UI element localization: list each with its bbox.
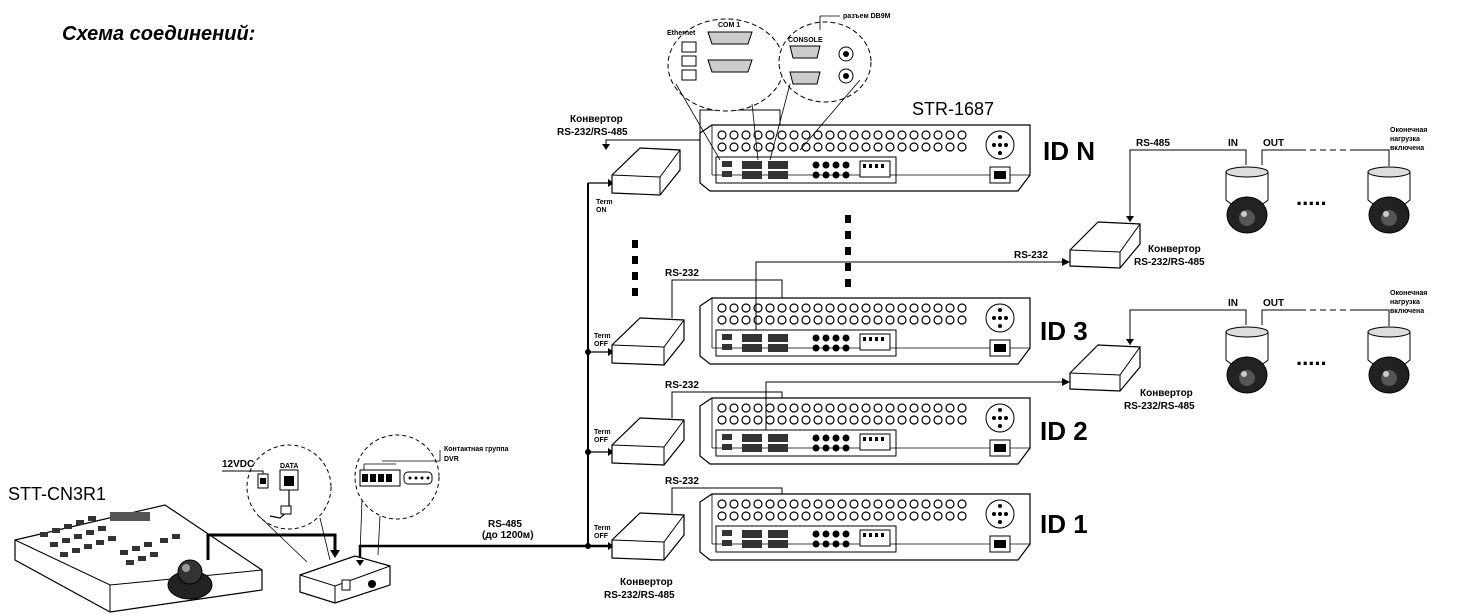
data-port-label: DATA bbox=[280, 463, 298, 470]
termination-label-bottom-2: нагрузка bbox=[1390, 299, 1420, 306]
camera-in-label-top: IN bbox=[1228, 138, 1238, 149]
camera-out-label-top: OUT bbox=[1263, 138, 1284, 149]
camera-top-2 bbox=[1367, 166, 1411, 234]
dvr-id-n-label: ID N bbox=[1043, 136, 1095, 166]
controller-box bbox=[299, 555, 391, 604]
dvr-id-2-label: ID 2 bbox=[1040, 416, 1088, 446]
converter-rt-name: Конвертор bbox=[1148, 244, 1201, 255]
termination-label-top-3: включена bbox=[1390, 145, 1424, 152]
term-off-label-1: Term bbox=[594, 525, 611, 532]
converter-rb-model: RS-232/RS-485 bbox=[1124, 401, 1195, 412]
term-on-label: Term bbox=[596, 199, 613, 206]
termination-label-bottom-3: включена bbox=[1390, 308, 1424, 315]
camera-ellipsis-top: ..... bbox=[1296, 185, 1327, 210]
power-12vdc-label: 12VDC bbox=[222, 459, 254, 470]
ports-zoom-right: CONSOLE bbox=[769, 21, 872, 161]
com1-port-label: COM 1 bbox=[718, 22, 740, 29]
dvr-id-1-label: ID 1 bbox=[1040, 509, 1088, 539]
termination-label-top-2: нагрузка bbox=[1390, 136, 1420, 143]
contacts-label-line2: DVR bbox=[444, 456, 459, 463]
converter-1 bbox=[611, 512, 685, 561]
rs232-label-3: RS-232 bbox=[665, 268, 699, 279]
dvr-id-1 bbox=[699, 493, 1031, 561]
camera-bottom-2 bbox=[1367, 326, 1411, 394]
term-off-label-3: Term bbox=[594, 333, 611, 340]
contacts-zoom bbox=[354, 434, 441, 556]
dvr-id-n bbox=[699, 124, 1031, 192]
converter-1-model: RS-232/RS-485 bbox=[604, 590, 675, 601]
term-off-value-2: OFF bbox=[594, 437, 609, 444]
main-line-label: RS-485 bbox=[488, 519, 522, 530]
controller-power-zoom: DATA bbox=[246, 444, 332, 563]
db9m-connector-label: разъем DB9M bbox=[843, 13, 891, 20]
contacts-label-line1: Контактная группа bbox=[444, 446, 509, 453]
termination-label-bottom-1: Оконечная bbox=[1390, 290, 1427, 297]
rs232-label-2: RS-232 bbox=[665, 380, 699, 391]
diagram-title: Схема соединений: bbox=[62, 23, 255, 45]
dvr-id-3 bbox=[699, 297, 1031, 365]
main-line-length: (до 1200м) bbox=[482, 530, 534, 541]
dvr-model-label: STR-1687 bbox=[912, 99, 994, 119]
converter-3 bbox=[611, 317, 685, 366]
camera-in-label-bottom: IN bbox=[1228, 298, 1238, 309]
term-off-value-3: OFF bbox=[594, 341, 609, 348]
rs232-label-1: RS-232 bbox=[665, 476, 699, 487]
keyboard-model-label: STT-CN3R1 bbox=[8, 484, 106, 504]
camera-ellipsis-bottom: ..... bbox=[1296, 345, 1327, 370]
camera-out-label-bottom: OUT bbox=[1263, 298, 1284, 309]
ethernet-port-label: Ethernet bbox=[667, 30, 696, 37]
camera-top-1 bbox=[1225, 166, 1269, 234]
term-off-label-2: Term bbox=[594, 429, 611, 436]
vertical-ellipsis bbox=[632, 215, 851, 296]
keyboard-keys bbox=[40, 512, 180, 565]
bus-branches bbox=[588, 182, 612, 547]
rs232-label-right: RS-232 bbox=[1014, 250, 1048, 261]
converter-1-name: Конвертор bbox=[620, 577, 673, 588]
dvr-id-3-label: ID 3 bbox=[1040, 316, 1088, 346]
converter-right-bottom bbox=[1069, 344, 1141, 392]
converter-n-model: RS-232/RS-485 bbox=[557, 127, 628, 138]
camera-bottom-1 bbox=[1225, 326, 1269, 394]
converter-2 bbox=[611, 417, 685, 466]
termination-label-top-1: Оконечная bbox=[1390, 127, 1427, 134]
converter-rb-name: Конвертор bbox=[1140, 388, 1193, 399]
console-port-label: CONSOLE bbox=[788, 37, 823, 44]
keyboard-device bbox=[14, 504, 263, 613]
term-on-value: ON bbox=[596, 207, 607, 214]
converter-n-name: Конвертор bbox=[570, 114, 623, 125]
dvr-id-2 bbox=[699, 397, 1031, 465]
ports-zoom-left: Ethernet COM 1 bbox=[667, 18, 785, 161]
converter-rt-model: RS-232/RS-485 bbox=[1134, 257, 1205, 268]
converter-right-top bbox=[1069, 221, 1141, 269]
rs485-camera-label: RS-485 bbox=[1136, 138, 1170, 149]
term-off-value-1: OFF bbox=[594, 533, 609, 540]
converter-n bbox=[611, 147, 681, 196]
